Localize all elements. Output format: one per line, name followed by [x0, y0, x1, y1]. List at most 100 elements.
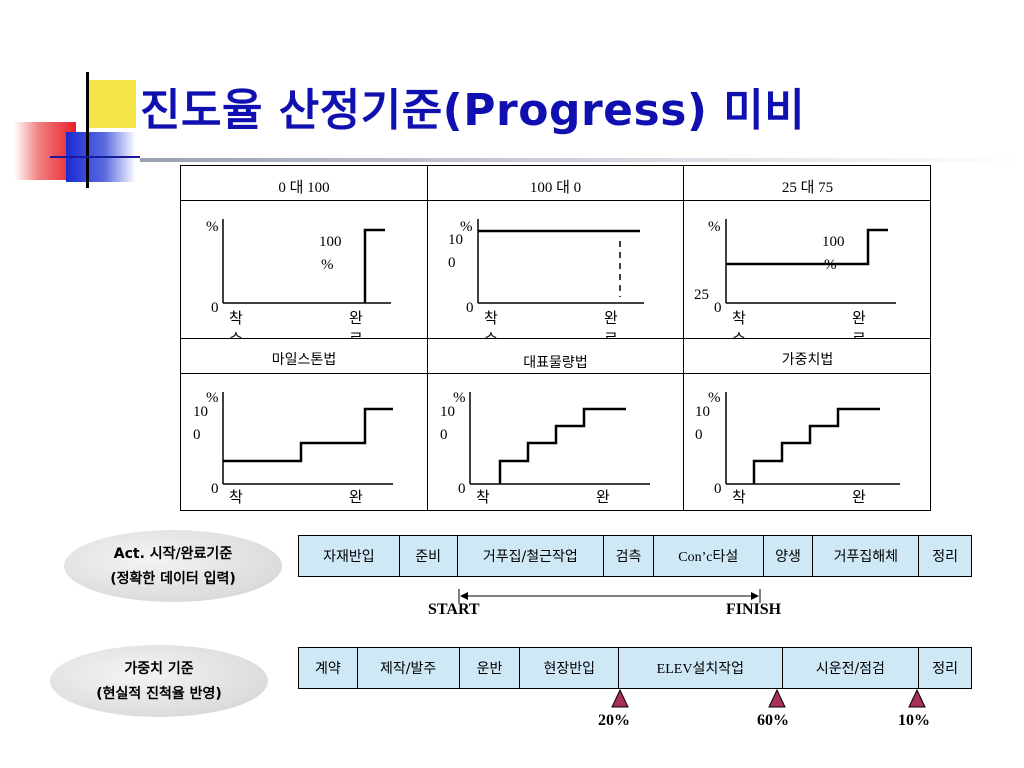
act-step: Con’c타설	[654, 536, 764, 576]
start-label: 수	[476, 509, 490, 511]
start-label: 착	[229, 309, 243, 327]
start-label: 수	[732, 509, 746, 511]
weight-step: ELEV설치작업	[619, 648, 783, 688]
end-label: 료	[349, 330, 363, 338]
weight-criteria-title: 가중치 기준	[124, 661, 194, 677]
twentyfive-label: 25	[694, 287, 709, 303]
act-step: 거푸집해체	[813, 536, 920, 576]
title-underline	[140, 158, 1020, 162]
weight-step: 운반	[460, 648, 521, 688]
marker-triangle-icon	[611, 689, 629, 708]
marker-triangle-icon	[908, 689, 926, 708]
grid-divider	[181, 338, 930, 339]
hundred-label: 0	[440, 427, 448, 443]
end-label: 완	[349, 309, 363, 327]
progress-method-grid: 0 대 100 100 대 0 25 대 75 마일스톤법 대표물량법 가중치법…	[180, 165, 931, 511]
end-label: 완	[604, 309, 618, 327]
start-label: 착	[484, 309, 498, 327]
hundred-label: 10	[695, 404, 710, 420]
logo-red-block	[14, 122, 76, 180]
act-criteria-title: Act. 시작/완료기준	[113, 546, 233, 562]
end-label: 료	[852, 330, 866, 338]
header-25-75: 25 대 75	[781, 180, 834, 196]
hundred-label: 0	[448, 255, 456, 271]
end-label: 료	[596, 509, 610, 511]
zero-label: 0	[211, 300, 219, 316]
hundred-label: %	[824, 257, 837, 273]
marker-triangle-icon	[768, 689, 786, 708]
zero-label: 0	[466, 300, 474, 316]
start-label: 착	[229, 488, 243, 506]
end-label: 완	[852, 309, 866, 327]
start-label: START	[428, 601, 480, 618]
pct-label: %	[708, 390, 721, 406]
weight-criteria-subtitle: (현실적 진척율 반영)	[96, 686, 222, 702]
weight-criteria-oval: 가중치 기준 (현실적 진척율 반영)	[50, 645, 268, 717]
start-label: 수	[484, 330, 498, 338]
weight-step: 제작/발주	[358, 648, 460, 688]
marker-60-label: 60%	[757, 712, 789, 729]
method-weight: 가중치법	[781, 352, 834, 368]
act-step: 거푸집/철근작업	[458, 536, 605, 576]
end-label: 완	[349, 488, 363, 506]
start-label: 착	[732, 488, 746, 506]
slide-title: 진도율 산정기준(Progress) 미비	[140, 85, 806, 136]
end-label: 완	[852, 488, 866, 506]
hundred-label: 10	[448, 232, 463, 248]
logo-horizontal-line	[50, 156, 140, 158]
zero-label: 0	[211, 481, 219, 497]
finish-label: FINISH	[726, 601, 782, 618]
hundred-label: 0	[193, 427, 201, 443]
chart-0-100: % 0 100 % 착 수 완 료	[206, 219, 391, 338]
act-step-bar: 자재반입 준비 거푸집/철근작업 검측 Con’c타설 양생 거푸집해체 정리	[298, 535, 972, 577]
start-label: 착	[476, 488, 490, 506]
zero-label: 0	[714, 300, 722, 316]
start-label: 수	[229, 330, 243, 338]
header-0-100: 0 대 100	[278, 180, 330, 196]
act-step: 준비	[400, 536, 458, 576]
marker-20-label: 20%	[598, 712, 630, 729]
grid-divider	[181, 200, 930, 201]
chart-100-0: % 0 10 0 착 수 완 료	[448, 219, 644, 338]
header-100-0: 100 대 0	[529, 180, 582, 196]
act-step: 양생	[764, 536, 814, 576]
end-label: 완	[596, 488, 610, 506]
chart-25-75: % 0 25 100 % 착 수 완 료	[694, 219, 896, 338]
weight-step: 계약	[299, 648, 358, 688]
chart-weight: % 0 10 0 착 수 완 료	[695, 390, 900, 511]
hundred-label: 100	[822, 234, 845, 250]
start-finish-arrow	[458, 589, 761, 603]
pct-label: %	[708, 219, 721, 235]
marker-10-label: 10%	[898, 712, 930, 729]
pct-label: %	[460, 219, 473, 235]
weight-step: 시운전/점검	[783, 648, 920, 688]
method-milestone: 마일스톤법	[271, 352, 337, 368]
weight-step: 정리	[932, 661, 958, 677]
end-label: 료	[604, 330, 618, 338]
end-label: 료	[852, 509, 866, 511]
hundred-label: %	[321, 257, 334, 273]
method-quantity: 대표물량법	[523, 355, 588, 371]
chart-quantity: % 0 10 0 착 수 완 료	[440, 390, 650, 511]
weight-step-bar: 계약 제작/발주 운반 현장반입 ELEV설치작업 시운전/점검 정리	[298, 647, 972, 689]
start-label: 수	[732, 330, 746, 338]
hundred-label: 100	[319, 234, 342, 250]
weight-step: 현장반입	[520, 648, 620, 688]
act-criteria-subtitle: (정확한 데이터 입력)	[110, 571, 236, 587]
hundred-label: 0	[695, 427, 703, 443]
pct-label: %	[453, 390, 466, 406]
logo-vertical-line	[86, 72, 89, 188]
pct-label: %	[206, 390, 219, 406]
act-criteria-oval: Act. 시작/완료기준 (정확한 데이터 입력)	[64, 530, 282, 602]
hundred-label: 10	[440, 404, 455, 420]
act-step: 검측	[604, 536, 654, 576]
pct-label: %	[206, 219, 219, 235]
act-step: 정리	[932, 549, 958, 565]
grid-divider	[181, 373, 930, 374]
logo-yellow-block	[88, 80, 136, 128]
start-label: 착	[732, 309, 746, 327]
chart-milestone: % 0 10 0 착 수 완 료	[193, 390, 393, 511]
act-step: 자재반입	[299, 536, 400, 576]
start-label: 수	[229, 509, 243, 511]
hundred-label: 10	[193, 404, 208, 420]
